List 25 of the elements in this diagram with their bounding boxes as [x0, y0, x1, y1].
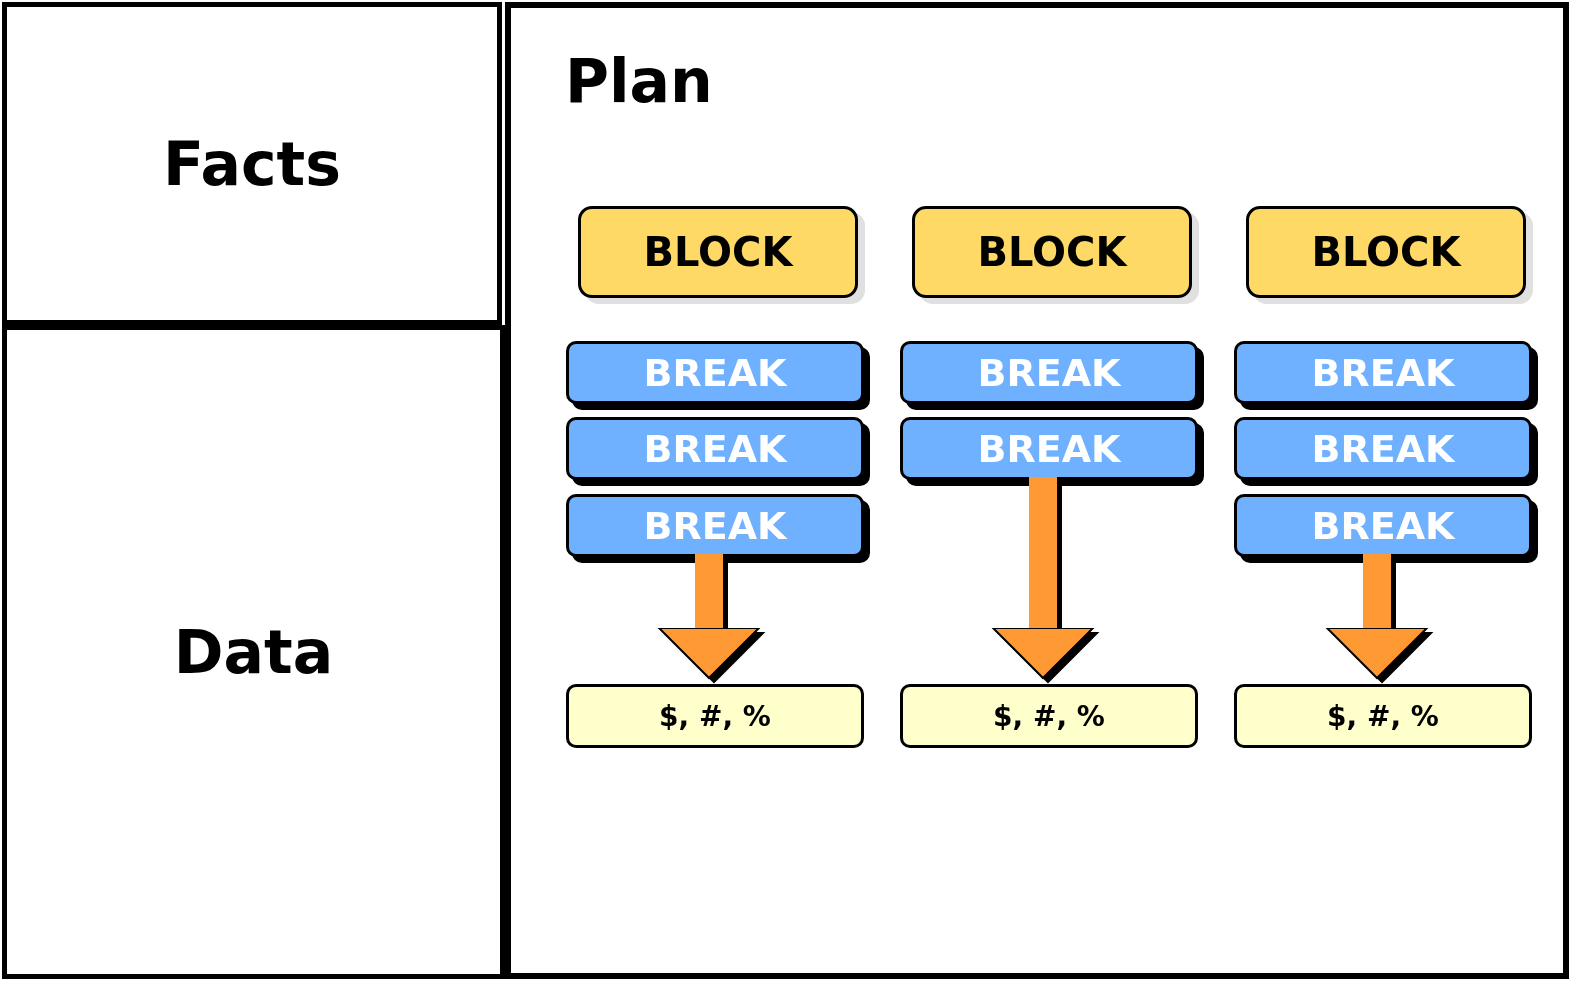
- arrow: [992, 477, 1094, 679]
- block-label: BLOCK: [1311, 229, 1461, 275]
- section-heading: Plan: [565, 46, 713, 116]
- section-heading: Facts: [163, 128, 341, 199]
- break-label: BREAK: [977, 426, 1121, 471]
- arrow: [658, 554, 760, 679]
- break-label: BREAK: [643, 426, 787, 471]
- result-label: $, #, %: [1327, 699, 1439, 733]
- section-heading: Data: [173, 617, 334, 687]
- break-label: BREAK: [977, 350, 1121, 395]
- break-label: BREAK: [1311, 503, 1455, 548]
- result-box: [1234, 684, 1532, 748]
- result-label: $, #, %: [659, 699, 771, 733]
- section-box: [2, 2, 502, 325]
- result-box: [900, 684, 1198, 748]
- break-label: BREAK: [643, 350, 787, 395]
- arrow: [1326, 554, 1428, 679]
- block-label: BLOCK: [977, 229, 1127, 275]
- result-label: $, #, %: [993, 699, 1105, 733]
- block-label: BLOCK: [643, 229, 793, 275]
- break-label: BREAK: [1311, 350, 1455, 395]
- section-box: [505, 2, 1569, 979]
- result-box: [566, 684, 864, 748]
- break-label: BREAK: [1311, 426, 1455, 471]
- break-label: BREAK: [643, 503, 787, 548]
